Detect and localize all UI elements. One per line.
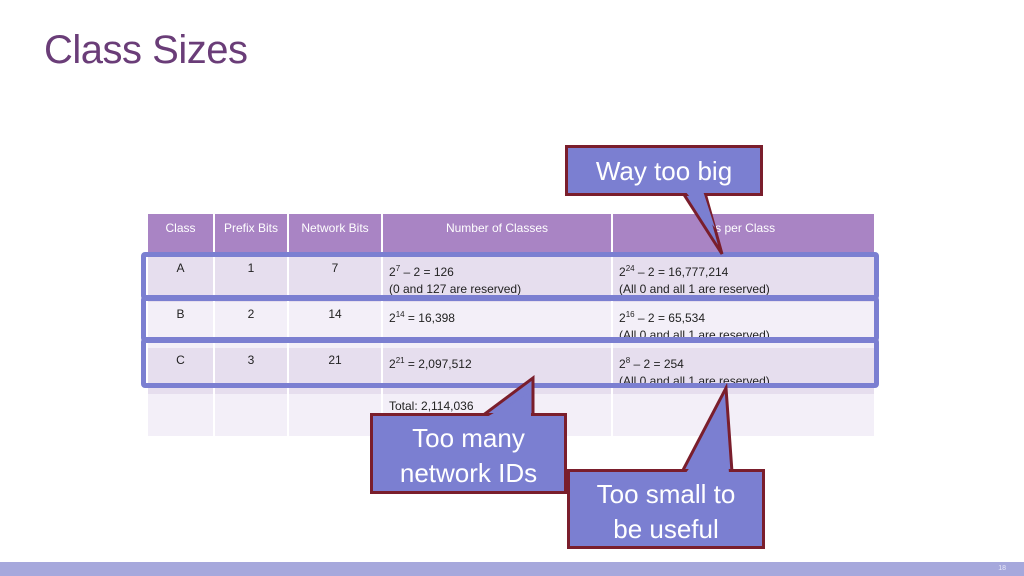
row-a-highlight bbox=[141, 252, 879, 300]
table-header-row: Class Prefix Bits Network Bits Number of… bbox=[148, 214, 876, 256]
header-class: Class bbox=[148, 214, 215, 256]
bottom-bar: 18 bbox=[0, 562, 1024, 576]
header-hosts-per-class: ts per Class bbox=[612, 214, 876, 256]
cell-network-bits: 7 bbox=[288, 256, 383, 302]
callout-too-small: Too small to be useful bbox=[567, 469, 765, 549]
cell-class: A bbox=[148, 256, 215, 302]
row-c-highlight bbox=[141, 338, 879, 388]
cell-number-of-classes: 27 – 2 = 126 (0 and 127 are reserved) bbox=[382, 256, 613, 302]
header-network-bits: Network Bits bbox=[288, 214, 383, 256]
cell-prefix: 1 bbox=[214, 256, 289, 302]
header-number-of-classes: Number of Classes bbox=[382, 214, 613, 256]
header-prefix-bits: Prefix Bits bbox=[214, 214, 289, 256]
cell-class: C bbox=[148, 348, 215, 394]
callout-too-many-network-ids: Too many network IDs bbox=[370, 413, 567, 494]
slide-number: 18 bbox=[998, 565, 1006, 572]
row-b-highlight bbox=[141, 296, 879, 342]
table-row: A 1 7 27 – 2 = 126 (0 and 127 are reserv… bbox=[148, 256, 876, 302]
cell-hosts-per-class: 224 – 2 = 16,777,214 (All 0 and all 1 ar… bbox=[612, 256, 876, 302]
callout-way-too-big: Way too big bbox=[565, 145, 763, 196]
slide-title: Class Sizes bbox=[44, 28, 248, 72]
